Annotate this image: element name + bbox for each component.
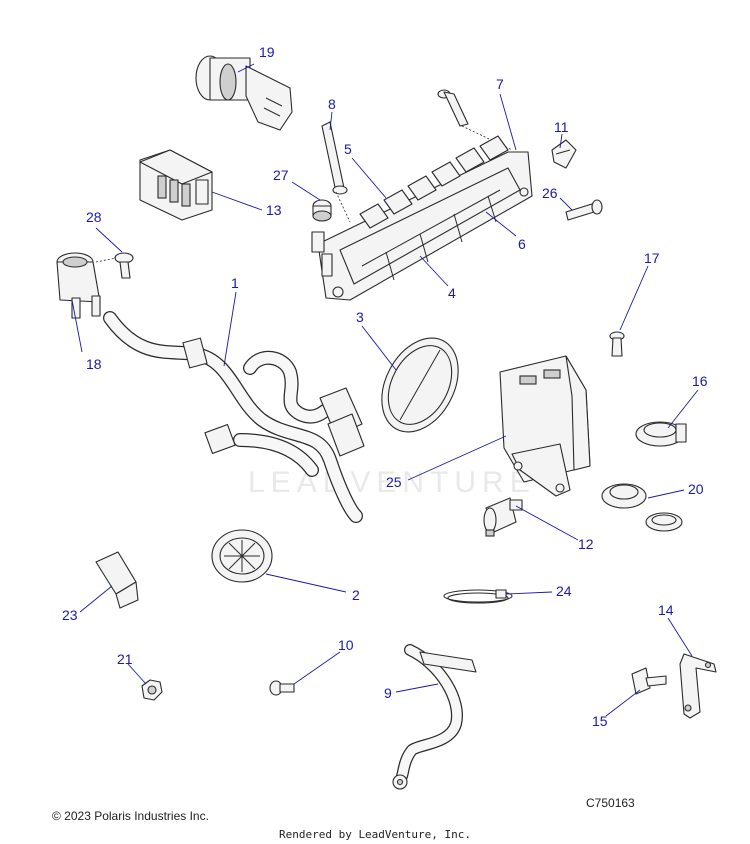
part-25-control-module [499,355,591,497]
callout-9: 9 [384,685,392,701]
part-19-connector [195,55,293,131]
callout-17: 17 [644,250,660,266]
part-9-ground-cable [392,644,477,790]
callout-27: 27 [273,167,289,183]
part-14-bracket [679,653,717,719]
part-24-cable-tie [443,589,513,604]
callout-4: 4 [448,285,456,301]
callout-16: 16 [692,373,708,389]
callout-20: 20 [688,481,704,497]
part-6-plug-cover [311,231,333,277]
part-18-power-outlet [56,252,101,319]
part-1-wire-harness [103,311,365,523]
callout-2: 2 [352,587,360,603]
callout-11: 11 [554,119,569,135]
part-16-clamp [635,421,687,447]
callout-28: 28 [86,209,102,225]
callout-3: 3 [356,309,364,325]
callout-10: 10 [338,637,354,653]
copyright-notice: © 2023 Polaris Industries Inc. [52,809,209,823]
part-20-clamp [601,483,683,532]
callout-14: 14 [658,602,674,618]
leader-lines [71,63,699,717]
part-5-rocker-switches [359,135,509,229]
part-15-bolt [631,667,667,695]
part-17-push-rivet [609,331,625,357]
part-8-screw [321,121,348,195]
part-26-bolt [565,199,603,221]
part-23-relay [95,551,139,609]
part-2-grommet [211,529,273,583]
part-27-bushing [312,199,332,222]
rendered-by-notice: Rendered by LeadVenture, Inc. [278,828,472,841]
callout-labels: 19 13 8 27 7 5 6 4 11 26 28 18 1 3 17 16… [62,44,708,729]
callout-13: 13 [266,202,282,218]
dashed-guide-28 [95,257,117,263]
callout-6: 6 [518,236,526,252]
part-12-sensor [483,497,523,537]
diagram-code: C750163 [586,796,635,810]
part-13-switch [139,149,213,221]
callout-7: 7 [496,76,504,92]
part-4-switch-panel [317,151,533,301]
callout-24: 24 [556,583,572,599]
callout-1: 1 [231,275,239,291]
callout-23: 23 [62,607,78,623]
callout-15: 15 [592,713,608,729]
part-21-nut [141,679,163,701]
dashed-guide-8 [335,191,351,223]
callout-21: 21 [117,651,133,667]
callout-12: 12 [578,536,594,552]
watermark: LEADVENTURE [248,466,536,499]
callout-5: 5 [344,141,352,157]
callout-26: 26 [542,185,558,201]
part-28-screw [114,252,134,279]
callout-8: 8 [328,96,336,112]
part-10-screw [269,680,295,696]
part-3-grommet [381,337,459,433]
part-11-clip [551,139,577,169]
callout-25: 25 [386,474,402,490]
callout-19: 19 [259,44,275,60]
callout-18: 18 [86,356,102,372]
dashed-guide-7 [461,125,513,151]
part-7-bolt [437,89,469,127]
